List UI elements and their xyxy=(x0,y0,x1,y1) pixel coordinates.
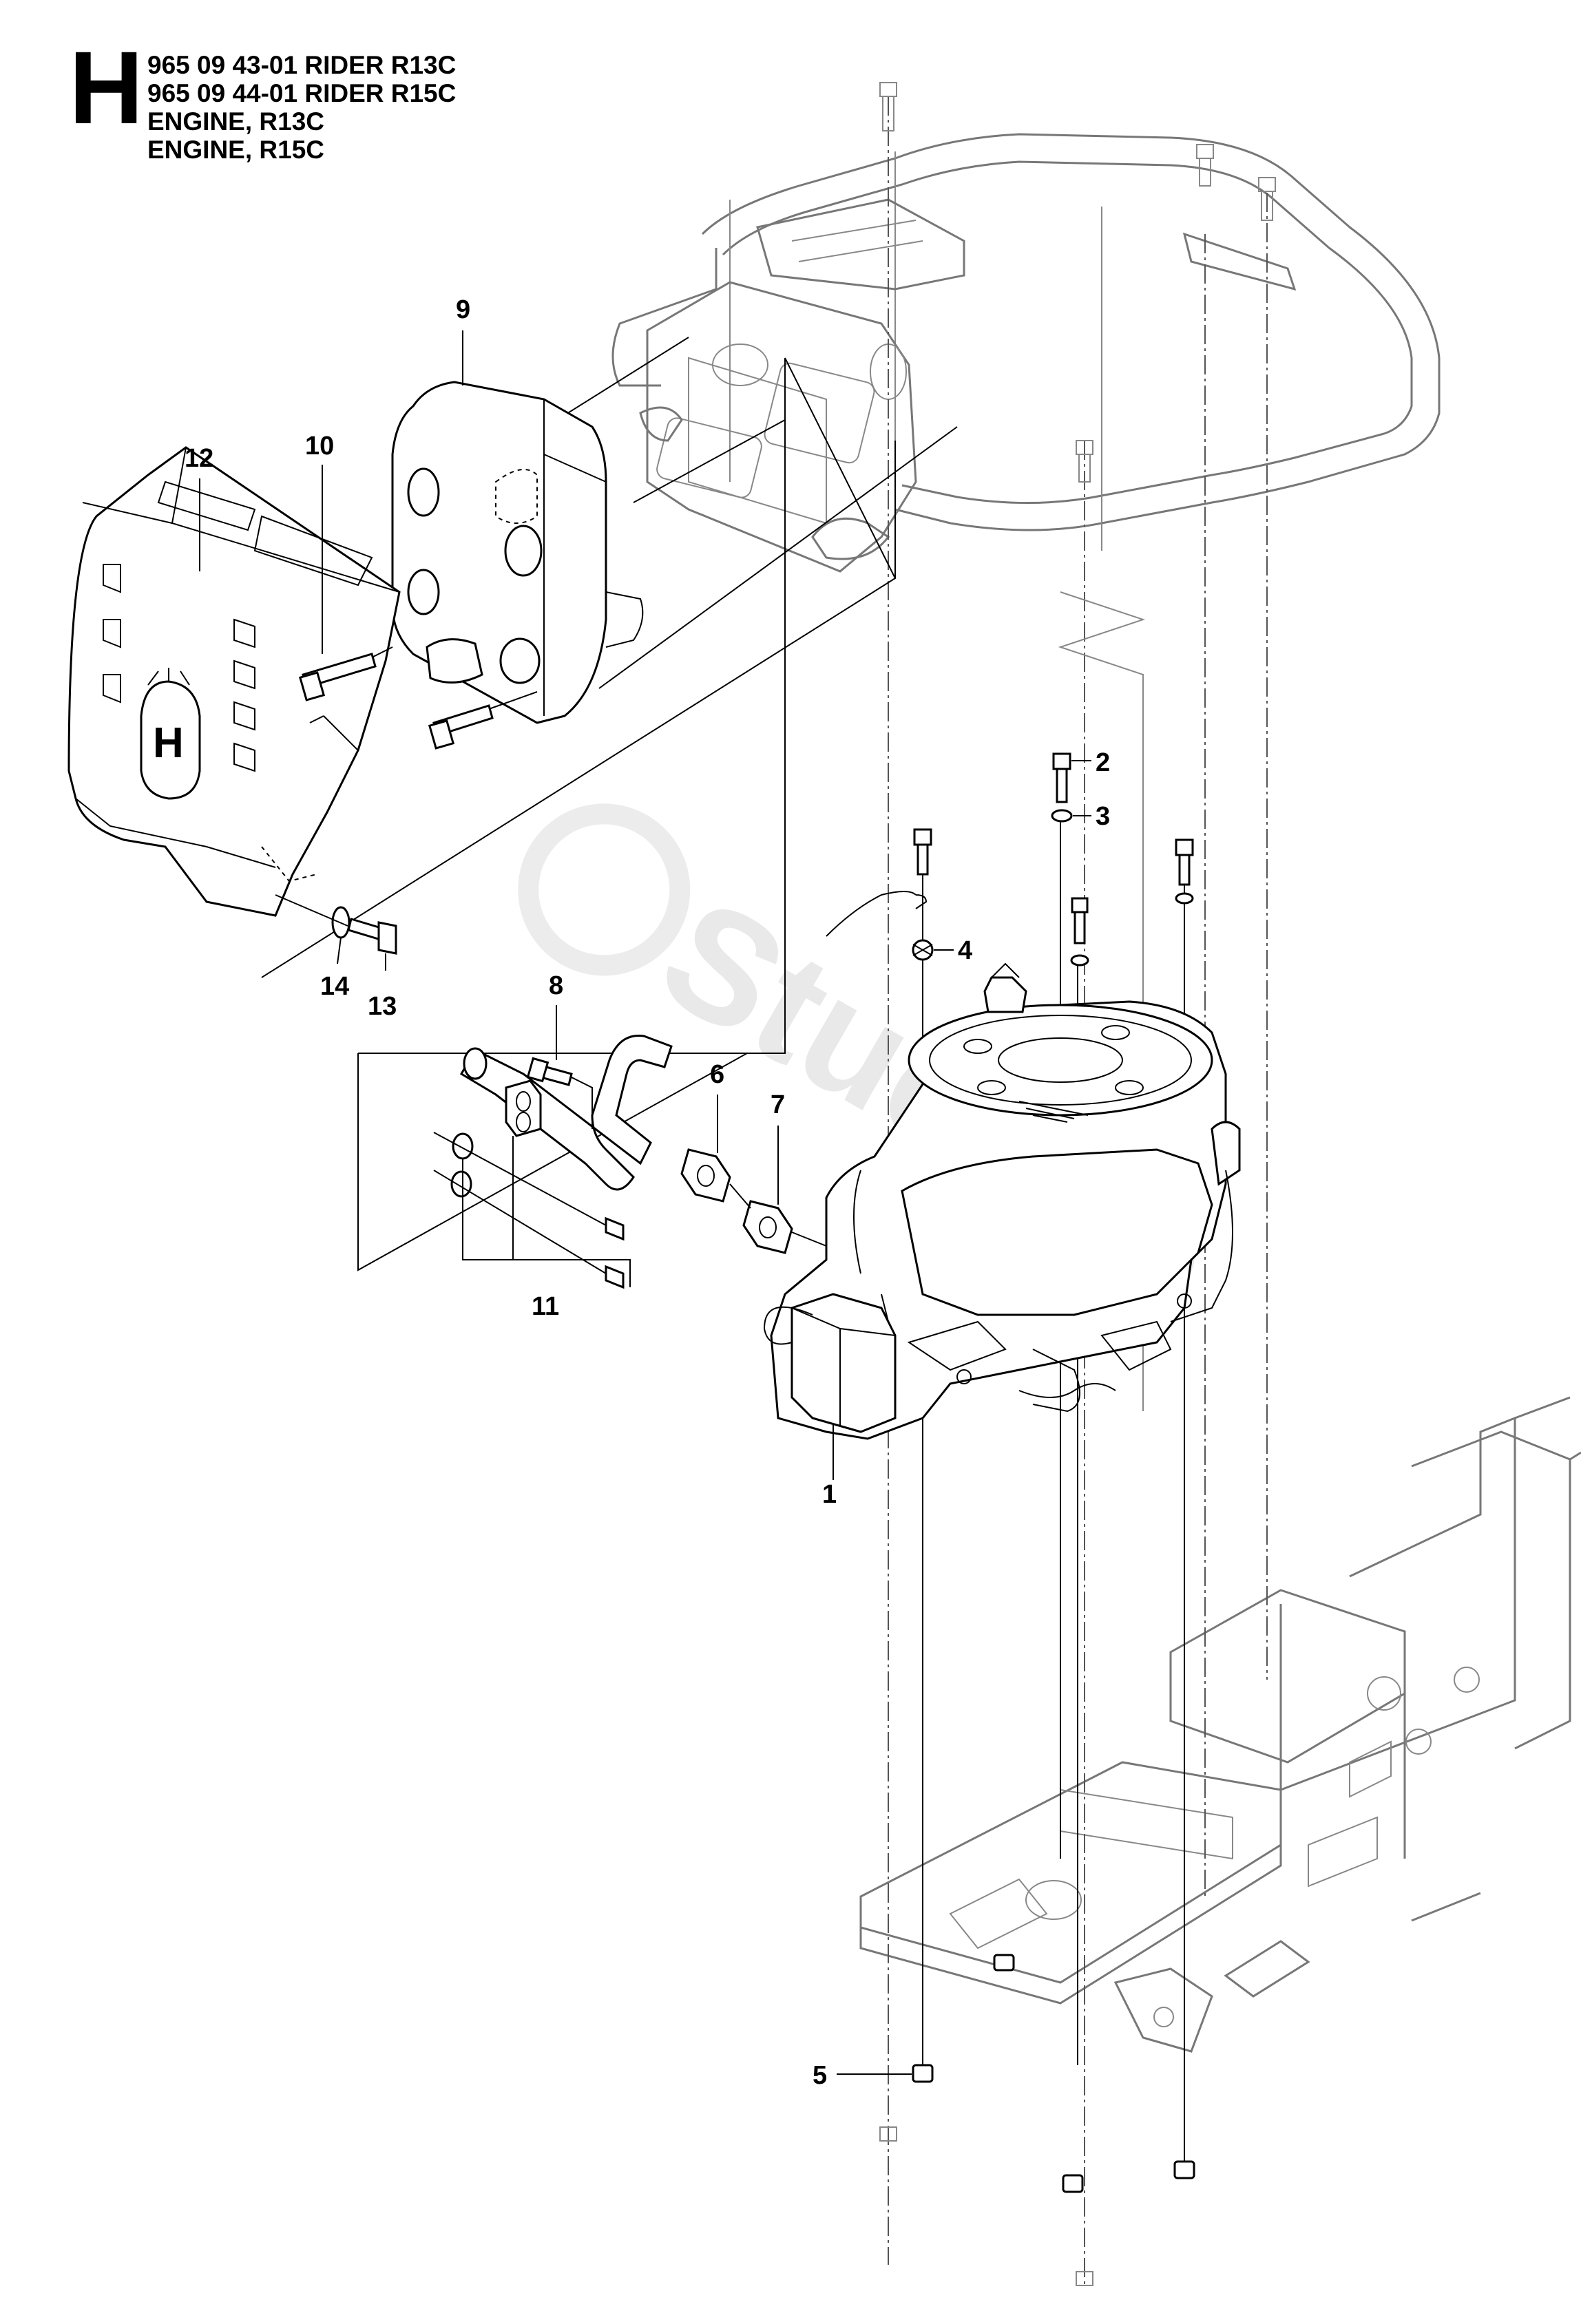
washer-lock-4 xyxy=(912,939,934,961)
frame-bolts xyxy=(879,82,1276,2286)
nut-5 xyxy=(912,2064,934,2083)
screw-10-upper xyxy=(298,653,377,701)
logo-letter: H xyxy=(153,719,184,767)
screw-10-lower xyxy=(428,704,494,750)
section-letter: H xyxy=(69,30,144,145)
muffler-bracket xyxy=(639,281,917,573)
callout-14: 14 xyxy=(320,972,349,1001)
washer-right-2 xyxy=(1175,892,1194,905)
bolt-2 xyxy=(1052,752,1071,803)
callout-10: 10 xyxy=(305,432,334,461)
heat-shield xyxy=(67,446,401,917)
diagram-header: 965 09 43-01 RIDER R13C 965 09 44-01 RID… xyxy=(147,51,456,164)
header-line-model-r13c: 965 09 43-01 RIDER R13C xyxy=(147,51,457,79)
ground-wire xyxy=(826,891,928,937)
clamp-11 xyxy=(450,1079,625,1289)
rollover-frame xyxy=(611,133,1441,551)
callout-7: 7 xyxy=(771,1090,785,1119)
callout-8: 8 xyxy=(549,971,563,1000)
ref-lines-group-11 xyxy=(433,1077,827,1274)
nut-right xyxy=(1062,2174,1084,2193)
bolt-right-2 xyxy=(1175,838,1194,886)
bolt-8 xyxy=(526,1057,573,1086)
callout-11: 11 xyxy=(532,1292,559,1321)
husqvarna-logo: H xyxy=(140,668,201,800)
ref-line-13-14 xyxy=(275,894,386,971)
washer-right-1 xyxy=(1070,954,1089,966)
callout-6: 6 xyxy=(710,1060,724,1089)
chassis-deck xyxy=(859,1396,1581,2053)
alignment-lines xyxy=(888,96,1268,2285)
callout-4: 4 xyxy=(958,936,972,965)
nut-deck xyxy=(993,1954,1015,1972)
bracket-11 xyxy=(462,1136,631,1287)
screw-13 xyxy=(347,918,397,955)
washer-3 xyxy=(1051,809,1073,823)
exhaust-pipe xyxy=(459,1034,673,1191)
header-line-engine-r15c: ENGINE, R15C xyxy=(147,136,325,164)
callout-1: 1 xyxy=(822,1480,837,1509)
bolt-upper-left xyxy=(913,828,932,876)
header-line-engine-r13c: ENGINE, R13C xyxy=(147,107,325,136)
callout-9: 9 xyxy=(456,295,470,324)
nut-lower-right xyxy=(1173,2160,1195,2179)
engine xyxy=(763,962,1241,1440)
callout-5: 5 xyxy=(813,2061,827,2090)
callout-12: 12 xyxy=(185,444,213,473)
gasket-7 xyxy=(742,1200,793,1254)
callout-3: 3 xyxy=(1096,802,1110,831)
callout-2: 2 xyxy=(1096,748,1110,777)
muffler xyxy=(391,381,644,724)
callout-13: 13 xyxy=(368,992,397,1021)
gasket-6 xyxy=(680,1148,731,1203)
ref-line-10 xyxy=(371,646,538,710)
bolt-right-1 xyxy=(1071,897,1089,944)
header-line-model-r15c: 965 09 44-01 RIDER R15C xyxy=(147,79,457,107)
